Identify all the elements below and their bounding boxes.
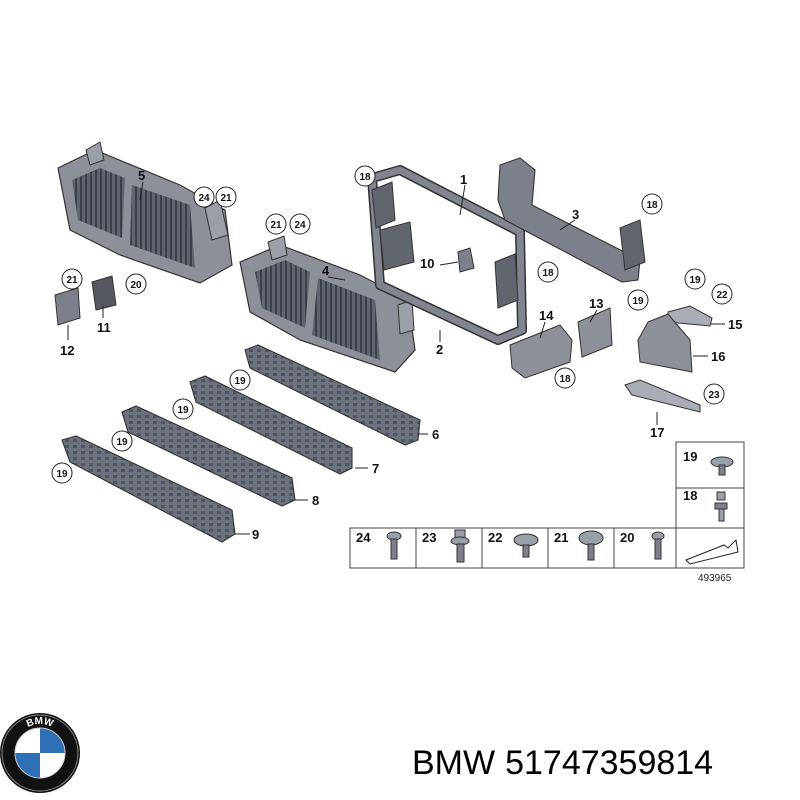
fastener-legend: 19 18 24 23 22 21 20 493965: [349, 441, 745, 584]
svg-text:18: 18: [559, 374, 571, 385]
bracket-part-17: [624, 379, 701, 413]
svg-text:21: 21: [270, 220, 282, 231]
svg-text:24: 24: [198, 193, 210, 204]
svg-text:24: 24: [294, 220, 306, 231]
svg-text:19: 19: [177, 405, 189, 416]
cross-member-part-3: [497, 157, 646, 283]
callout-11: 11: [97, 320, 111, 335]
air-duct-part-7: [189, 375, 353, 475]
circled-callout-18: 18: [554, 367, 576, 389]
bmw-logo: BMW: [0, 713, 80, 793]
part-number: 51747359814: [505, 744, 714, 782]
callout-2: 2: [436, 342, 443, 357]
circled-callout-24: 24: [193, 186, 215, 208]
callout-17: 17: [650, 425, 664, 440]
air-guide-part-16: [637, 313, 693, 373]
callout-8: 8: [312, 493, 319, 508]
grille-lower-part-4: [239, 235, 416, 373]
legend-21: 21: [554, 530, 568, 545]
diagram-reference: 493965: [698, 573, 732, 584]
callout-7: 7: [372, 461, 379, 476]
circled-callout-19: 19: [111, 430, 133, 452]
svg-text:19: 19: [56, 469, 68, 480]
circled-callout-19: 19: [51, 462, 73, 484]
circled-callout-18: 18: [354, 165, 376, 187]
svg-text:22: 22: [716, 290, 728, 301]
circled-callout-21: 21: [215, 186, 237, 208]
brand-name: BMW: [412, 744, 496, 782]
callout-13: 13: [589, 296, 603, 311]
svg-text:20: 20: [130, 280, 142, 291]
circled-callout-21: 21: [265, 213, 287, 235]
legend-19: 19: [683, 449, 697, 464]
svg-text:18: 18: [359, 172, 371, 183]
callout-1: 1: [460, 172, 467, 187]
grille-upper-part-5: [57, 141, 233, 284]
svg-text:18: 18: [542, 268, 554, 279]
legend-23: 23: [422, 530, 436, 545]
circled-callout-19: 19: [229, 369, 251, 391]
callout-14: 14: [539, 308, 554, 323]
svg-text:19: 19: [234, 376, 246, 387]
fastener-24-icon: [386, 531, 402, 560]
fastener-19-icon: [710, 456, 734, 476]
legend-18: 18: [683, 488, 697, 503]
bracket-part-11: [91, 275, 117, 311]
svg-text:21: 21: [66, 275, 78, 286]
bracket-part-12: [54, 287, 81, 326]
air-duct-part-14: [509, 324, 573, 379]
circled-callout-19: 19: [627, 289, 649, 311]
svg-text:19: 19: [632, 296, 644, 307]
air-duct-part-6: [244, 344, 421, 446]
fastener-18-icon: [714, 491, 728, 522]
svg-text:18: 18: [646, 200, 658, 211]
arrow-icon: [685, 538, 739, 565]
circled-callout-24: 24: [289, 213, 311, 235]
fastener-23-icon: [450, 529, 470, 563]
callout-6: 6: [432, 427, 439, 442]
svg-text:19: 19: [116, 437, 128, 448]
fastener-21-icon: [578, 530, 604, 561]
callout-12: 12: [60, 343, 74, 358]
circled-callout-22: 22: [711, 283, 733, 305]
clip-part-10: [457, 247, 475, 273]
fastener-22-icon: [513, 533, 539, 558]
circled-callouts: 18 18 18 18 19 19 19 19 19 19 20 21 21 2…: [51, 165, 733, 484]
circled-callout-19: 19: [684, 268, 706, 290]
callout-5: 5: [138, 168, 145, 183]
circled-callout-21: 21: [61, 268, 83, 290]
leader-lines: [67, 181, 725, 535]
logo-text: BMW: [25, 716, 55, 730]
svg-text:23: 23: [708, 390, 720, 401]
callout-4: 4: [322, 263, 330, 278]
air-duct-part-13: [577, 307, 613, 358]
part-callouts: 1 2 3 4 5 6 7 8 9 10 11 12 13 14 15 16 1…: [60, 168, 742, 542]
callout-3: 3: [572, 207, 579, 222]
legend-20: 20: [620, 530, 634, 545]
legend-24: 24: [356, 530, 371, 545]
legend-22: 22: [488, 530, 502, 545]
svg-text:19: 19: [689, 275, 701, 286]
circled-callout-19: 19: [172, 398, 194, 420]
callout-9: 9: [252, 527, 259, 542]
fastener-20-icon: [651, 531, 665, 560]
callout-15: 15: [728, 317, 742, 332]
circled-callout-18: 18: [537, 261, 559, 283]
svg-text:21: 21: [220, 193, 232, 204]
circled-callout-20: 20: [125, 273, 147, 295]
carrier-frame-part-1: [367, 165, 527, 345]
circled-callout-18: 18: [641, 193, 663, 215]
circled-callout-23: 23: [703, 383, 725, 405]
callout-16: 16: [711, 349, 725, 364]
callout-10: 10: [420, 256, 434, 271]
